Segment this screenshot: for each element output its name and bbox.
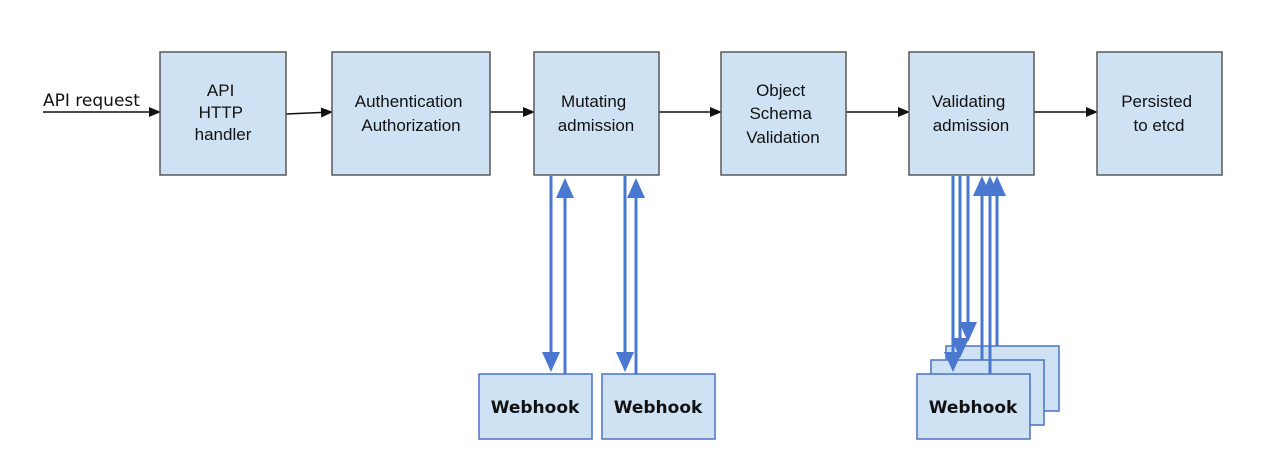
flow-arrows	[43, 107, 1098, 118]
stage-authentication-authorization: Authentication Authorization	[331, 51, 491, 176]
stage-label-line: admission	[558, 116, 635, 135]
stage-label-line: Authorization	[361, 116, 460, 135]
validating-webhook-arrows	[951, 176, 999, 374]
mutating-webhook-1: Webhook	[478, 373, 593, 440]
arrow-handler-to-auth	[285, 107, 333, 118]
stage-object-schema-validation: Object Schema Validation	[720, 51, 847, 176]
stage-label: API HTTP handler	[195, 81, 252, 144]
stage-label-line: Validating	[932, 92, 1005, 111]
stage-label-line: Object	[756, 81, 805, 100]
arrow-down-icon	[951, 338, 969, 358]
stage-box	[331, 51, 491, 176]
stage-box	[720, 51, 847, 176]
stage-label-line: Persisted	[1121, 92, 1192, 111]
mutating-webhook-2: Webhook	[601, 373, 716, 440]
api-request-label: API request	[43, 91, 140, 111]
arrow-down-icon	[616, 352, 634, 372]
stage-label-line: to etcd	[1133, 116, 1184, 135]
webhook-label: Webhook	[929, 398, 1018, 418]
stage-label-line: Mutating	[561, 92, 626, 111]
arrow-down-icon	[959, 322, 977, 342]
arrow-up-icon	[627, 178, 645, 198]
webhook-label: Webhook	[491, 398, 580, 418]
stage-label-line: HTTP	[199, 103, 243, 122]
validating-webhook-arrowheads	[944, 176, 1006, 372]
stage-box	[159, 51, 287, 176]
webhook-label: Webhook	[614, 398, 703, 418]
webhook-box	[601, 373, 716, 440]
stage-mutating-admission: Mutating admission	[533, 51, 660, 176]
stage-label-line: handler	[195, 125, 252, 144]
stage-label-line: Schema	[749, 104, 812, 123]
mutating-webhook-arrowheads	[542, 178, 645, 372]
stage-label: Authentication Authorization	[355, 92, 467, 135]
stage-label-line: Validation	[746, 128, 819, 147]
stage-label-line: Authentication	[355, 92, 463, 111]
stage-box	[1096, 51, 1223, 176]
stage-label-line: API	[207, 81, 234, 100]
stage-label-line: admission	[933, 116, 1010, 135]
stage-box	[533, 51, 660, 176]
webhook-box	[916, 373, 1031, 440]
arrow-up-icon	[556, 178, 574, 198]
arrow-down-icon	[944, 352, 962, 372]
stage-persisted-to-etcd: Persisted to etcd	[1096, 51, 1223, 176]
stage-label: Mutating admission	[558, 92, 635, 135]
stage-api-http-handler: API HTTP handler	[159, 51, 287, 176]
webhook-box	[478, 373, 593, 440]
stage-box	[908, 51, 1035, 176]
stage-label: Object Schema Validation	[746, 81, 819, 147]
arrow-down-icon	[542, 352, 560, 372]
mutating-webhook-arrows	[549, 176, 638, 374]
arrow-up-icon	[988, 176, 1006, 196]
stage-label: Validating admission	[932, 92, 1010, 135]
validating-webhook: Webhook	[916, 373, 1031, 440]
stage-label: Persisted to etcd	[1121, 92, 1197, 135]
stage-validating-admission: Validating admission	[908, 51, 1035, 176]
